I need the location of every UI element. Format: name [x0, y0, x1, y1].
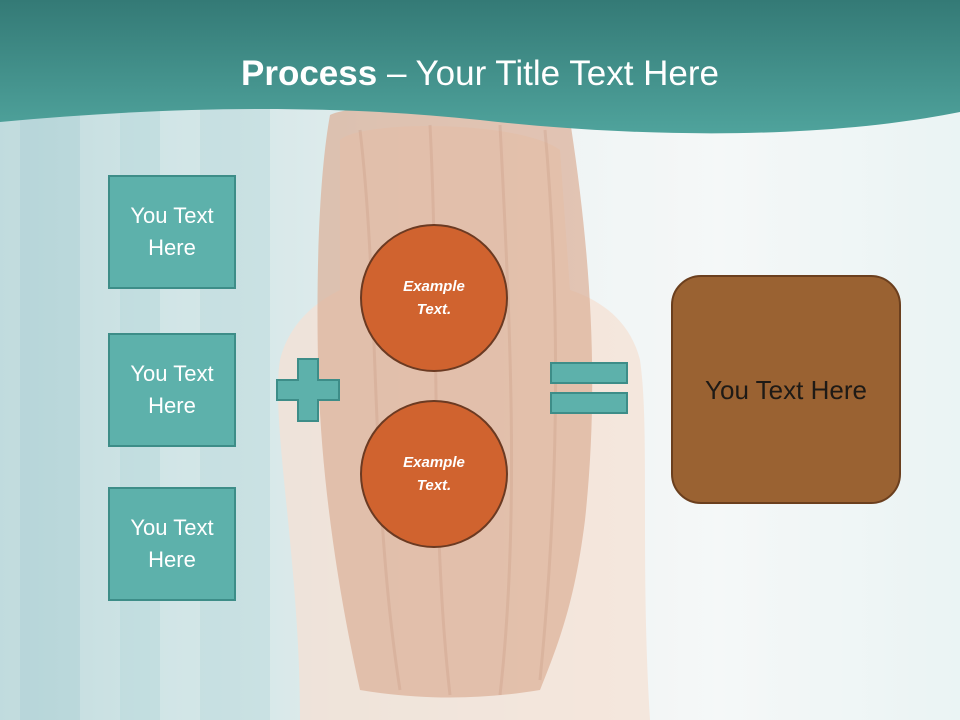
title-bold: Process	[241, 54, 378, 93]
example-circle-1[interactable]: Example Text.	[360, 224, 508, 372]
example-circle-2-label: Example Text.	[403, 454, 465, 494]
result-box-label: You Text Here	[705, 374, 867, 405]
text-box-1[interactable]: You Text Here	[108, 175, 236, 289]
title-rest: – Your Title Text Here	[377, 54, 719, 93]
text-box-2-label: You Text Here	[130, 361, 214, 418]
result-box[interactable]: You Text Here	[671, 275, 901, 504]
equals-icon	[550, 362, 628, 419]
slide-title: Process – Your Title Text Here	[0, 52, 960, 96]
plus-icon	[276, 358, 340, 427]
text-box-1-label: You Text Here	[130, 203, 214, 260]
example-circle-1-label: Example Text.	[403, 278, 465, 318]
text-box-3-label: You Text Here	[130, 515, 214, 572]
text-box-2[interactable]: You Text Here	[108, 333, 236, 447]
header-band: Process – Your Title Text Here	[0, 0, 960, 140]
text-box-3[interactable]: You Text Here	[108, 487, 236, 601]
example-circle-2[interactable]: Example Text.	[360, 400, 508, 548]
